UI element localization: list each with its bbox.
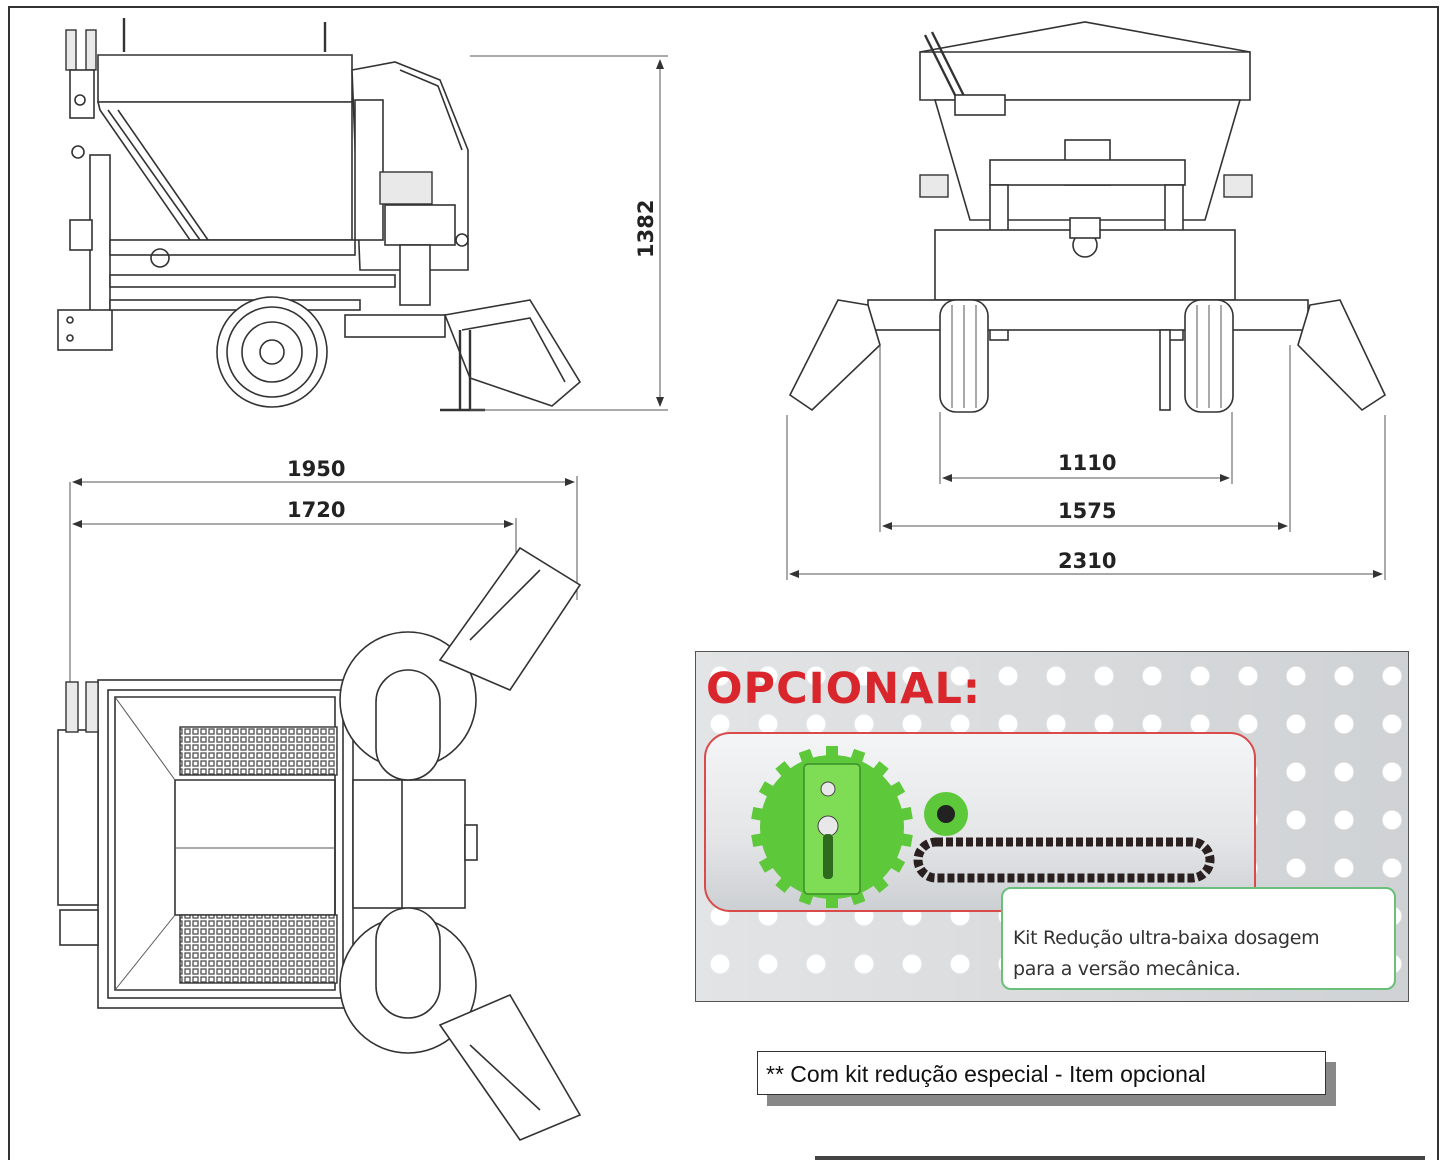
kit-caption-line-2: para a versão mecânica. bbox=[1013, 958, 1241, 980]
sprocket-icon bbox=[924, 792, 968, 836]
bottom-rule bbox=[815, 1156, 1425, 1160]
top-view bbox=[57, 476, 582, 1141]
optional-note-text: ** Com kit redução especial - Item opcio… bbox=[766, 1061, 1206, 1087]
dim-top-length-overall: 1950 bbox=[287, 457, 345, 481]
dim-top-length-body: 1720 bbox=[287, 498, 345, 522]
rear-view bbox=[786, 21, 1387, 580]
kit-caption-line-1: Kit Redução ultra-baixa dosagem bbox=[1013, 927, 1320, 949]
optional-kit-panel: OPCIONAL: bbox=[695, 651, 1409, 1002]
gear-icon bbox=[751, 746, 913, 908]
side-view bbox=[57, 18, 668, 412]
kit-photo-frame bbox=[704, 732, 1256, 912]
dim-rear-wheel-track: 1110 bbox=[1058, 451, 1116, 475]
optional-note-box: ** Com kit redução especial - Item opcio… bbox=[757, 1051, 1326, 1095]
drawing-frame bbox=[8, 6, 1439, 1160]
optional-title: OPCIONAL: bbox=[706, 664, 982, 714]
kit-parts bbox=[751, 746, 1215, 908]
kit-caption-box: Kit Redução ultra-baixa dosagem para a v… bbox=[1001, 887, 1396, 990]
dim-rear-overall-width: 2310 bbox=[1058, 549, 1116, 573]
dim-side-height: 1382 bbox=[634, 200, 658, 258]
chain-icon bbox=[913, 837, 1215, 883]
dim-rear-frame-width: 1575 bbox=[1058, 499, 1116, 523]
